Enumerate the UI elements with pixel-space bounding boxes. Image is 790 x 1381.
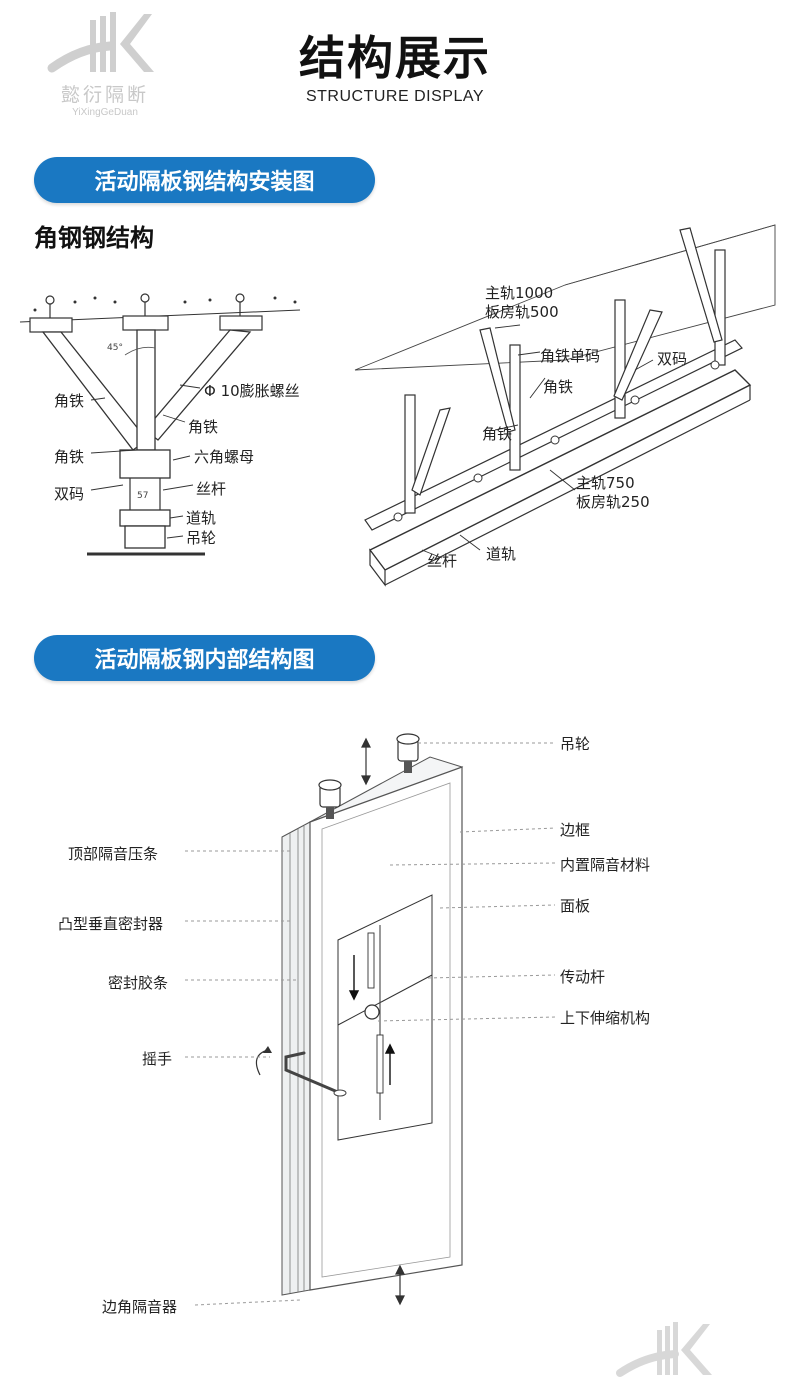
label-main-rail-1000: 主轨1000 xyxy=(485,284,554,302)
label-screw-rod-right: 丝杆 xyxy=(427,552,458,570)
watermark-logo-icon xyxy=(616,1322,712,1377)
label-angle-iron-3: 角铁 xyxy=(54,448,85,466)
section1-banner: 活动隔板钢结构安装图 xyxy=(34,157,375,203)
label-double-code-right: 双码 xyxy=(657,350,688,368)
label-telescopic-mechanism: 上下伸缩机构 xyxy=(560,1009,651,1027)
label-hex-nut: 六角螺母 xyxy=(194,448,255,466)
label-double-code: 双码 xyxy=(54,485,85,503)
label-single-code: 角铁单码 xyxy=(540,347,601,365)
label-top-strip: 顶部隔音压条 xyxy=(68,845,159,863)
label-expansion-screw: Φ 10膨胀螺丝 xyxy=(204,382,300,400)
label-corner-sound: 边角隔音器 xyxy=(102,1298,178,1316)
label-hanging-wheel-2: 吊轮 xyxy=(560,735,591,753)
label-seal-strip: 密封胶条 xyxy=(108,974,169,992)
label-frame: 边框 xyxy=(560,821,591,839)
label-drive-rod: 传动杆 xyxy=(560,968,606,986)
page-title: 结构展示 xyxy=(299,31,491,85)
page-subtitle: STRUCTURE DISPLAY xyxy=(305,88,484,105)
section1-subheading: 角钢钢结构 xyxy=(34,224,154,252)
label-crank: 摇手 xyxy=(142,1050,173,1068)
label-room-rail-250: 板房轨250 xyxy=(576,493,650,511)
label-room-rail-500: 板房轨500 xyxy=(485,303,559,321)
label-hanging-wheel: 吊轮 xyxy=(186,529,217,547)
label-angle-iron-1: 角铁 xyxy=(54,392,85,410)
label-screw-rod: 丝杆 xyxy=(196,480,227,498)
label-panel: 面板 xyxy=(560,897,591,915)
label-sound-insulation: 内置隔音材料 xyxy=(560,856,651,874)
partition-leader-lines xyxy=(185,742,556,1306)
brand-logo-text: 懿衍隔断 xyxy=(60,84,149,106)
section2-banner: 活动隔板钢内部结构图 xyxy=(34,635,375,681)
angle-steel-perspective-diagram xyxy=(354,224,776,587)
label-track-right: 道轨 xyxy=(486,545,517,563)
label-main-rail-750: 主轨750 xyxy=(576,474,635,492)
label-track: 道轨 xyxy=(186,509,217,527)
label-angle-iron-a: 角铁 xyxy=(543,378,574,396)
label-angle-iron-b: 角铁 xyxy=(482,425,513,443)
dim-57-label: 57 xyxy=(137,491,148,501)
angle-45-label: 45° xyxy=(107,343,123,353)
brand-logo-subtext: YiXingGeDuan xyxy=(72,107,138,118)
angle-steel-front-diagram: 45° 57 xyxy=(19,293,301,556)
partition-panel-diagram xyxy=(255,733,464,1306)
brand-logo-icon xyxy=(47,12,154,73)
label-angle-iron-2: 角铁 xyxy=(188,418,219,436)
label-vertical-sealer: 凸型垂直密封器 xyxy=(58,915,164,933)
